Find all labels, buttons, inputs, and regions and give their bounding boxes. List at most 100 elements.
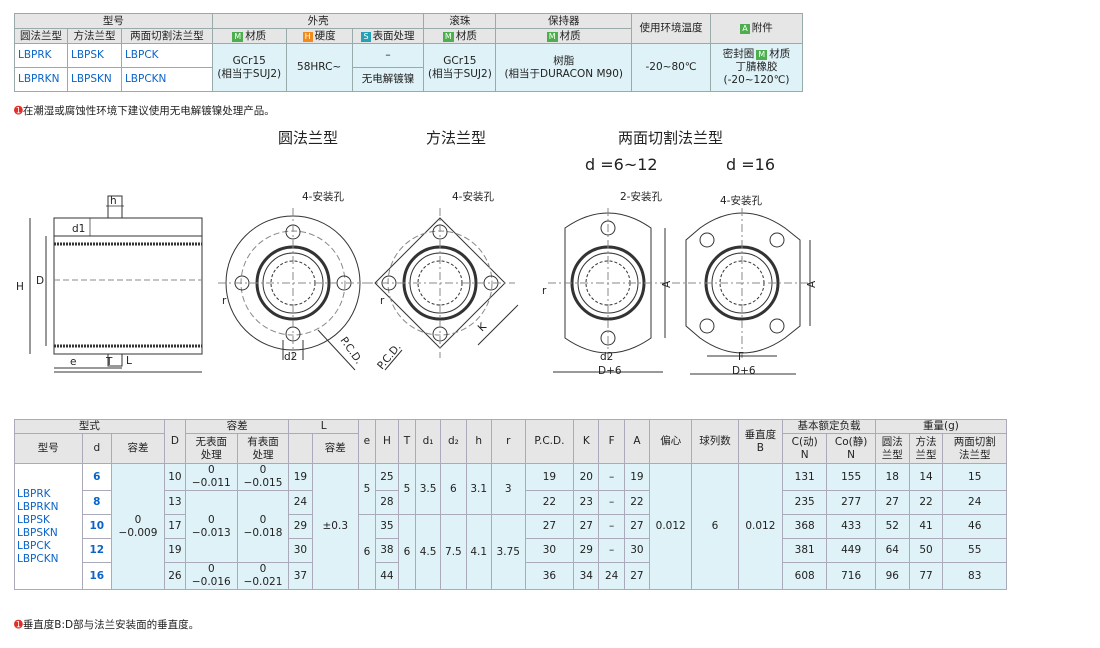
- model-name: LBPCKN: [17, 552, 59, 565]
- value: 有表面: [247, 435, 279, 448]
- model-list: LBPRK LBPRKN LBPSK LBPSKN LBPCK LBPCKN: [14, 463, 83, 590]
- spec-header-model: 型号: [14, 13, 213, 29]
- cell-w-square: 77: [908, 562, 944, 590]
- cell-F: –: [598, 514, 625, 539]
- title-square: 方法兰型: [426, 129, 487, 147]
- title-two-side: 两面切割法兰型: [618, 129, 724, 147]
- value: B: [756, 441, 764, 454]
- label-D6-large: D+6: [732, 365, 756, 377]
- value: C(动): [791, 435, 818, 448]
- cell-h: 4.1: [465, 514, 492, 590]
- value: 0: [259, 563, 267, 575]
- cell-perp: 0.012: [737, 463, 784, 590]
- cell-K: 27: [573, 514, 600, 539]
- col-A: A: [623, 419, 651, 464]
- accessory-tag-icon: A: [740, 24, 750, 34]
- col-Co: Co(静)N: [826, 433, 876, 464]
- col-K: K: [573, 419, 600, 464]
- cell-Co: 449: [826, 538, 876, 563]
- model-name: LBPRK: [17, 487, 51, 500]
- cell-C: 381: [782, 538, 828, 563]
- col-surf: 有表面处理: [236, 433, 290, 464]
- table-row: 16 26 0−0.016 0−0.021 37 44 36 34 24 27 …: [15, 562, 1007, 590]
- cell-Co: 277: [826, 490, 876, 515]
- cell-d2: 7.5: [440, 514, 467, 590]
- cell-F: –: [598, 538, 625, 563]
- value: 无表面: [195, 435, 228, 448]
- label-T: T: [105, 356, 113, 368]
- value: Co(静): [834, 435, 868, 448]
- cell-H: 44: [374, 562, 400, 590]
- model-name: LBPSK: [17, 513, 50, 526]
- col-L-value: [288, 433, 313, 464]
- value: 0: [259, 513, 267, 526]
- hardness-tag-icon: H: [302, 31, 313, 42]
- label-d2-round: d2: [284, 351, 297, 363]
- value: −0.009: [118, 526, 158, 539]
- value: 0: [259, 464, 267, 476]
- cell-w-two: 15: [942, 463, 1007, 491]
- cell-D: 19: [163, 538, 186, 563]
- value: 兰型: [881, 448, 903, 461]
- cell-d1: 3.5: [414, 463, 442, 515]
- cell-K: 29: [573, 538, 600, 563]
- cell-d1: 4.5: [414, 514, 442, 590]
- cell-A: 27: [623, 514, 651, 539]
- cell-dtol: 0−0.009: [111, 463, 165, 590]
- col-Ltol: 容差: [311, 433, 359, 464]
- col-F: F: [598, 419, 625, 464]
- cell-C: 131: [782, 463, 828, 491]
- cell-A: 22: [623, 490, 651, 515]
- cell-H: 38: [374, 538, 400, 563]
- value: −0.016: [191, 576, 231, 588]
- label-D6-small: D+6: [598, 365, 622, 377]
- note-corrosion: ➊在潮湿或腐蚀性环境下建议使用无电解镀镍处理产品。: [14, 103, 275, 118]
- value: 0: [207, 563, 215, 575]
- model-lbpsk: LBPSK: [66, 43, 122, 68]
- cell-tol-d: 0−0.018: [236, 490, 290, 563]
- model-lbpck: LBPCK: [120, 43, 213, 68]
- table-row: 10 17 29 6 35 6 4.5 7.5 4.1 3.75 27 27 –…: [15, 514, 1007, 590]
- cell-d: 16: [81, 562, 113, 590]
- label-holes-two-large: 4-安装孔: [720, 194, 762, 207]
- cell-H: 35: [374, 514, 400, 539]
- col-h: h: [465, 419, 492, 464]
- value: −0.011: [191, 477, 231, 489]
- cell-w-round: 27: [874, 490, 910, 515]
- cell-T: 6: [398, 514, 416, 590]
- square-flange-drawing: [365, 208, 519, 371]
- col-d: d: [81, 433, 113, 464]
- label: 材质: [559, 29, 581, 42]
- model-lbprk: LBPRK: [14, 43, 68, 68]
- col-w-two: 两面切割法兰型: [942, 433, 1007, 464]
- cell-tol-e: 0−0.016: [184, 562, 238, 590]
- ball-material: GCr15(相当于SUJ2): [423, 43, 497, 92]
- cell-L: 24: [288, 490, 313, 515]
- label-A-small: A: [661, 280, 673, 288]
- spec-header-ball: 滚珠: [423, 13, 497, 29]
- cell-T: 5: [398, 463, 416, 515]
- cell-tol-a: 0−0.011: [184, 463, 238, 491]
- value: 处理: [200, 448, 222, 461]
- col-pcd: P.C.D.: [524, 419, 575, 464]
- label-holes-square: 4-安装孔: [452, 190, 494, 203]
- label-e: e: [70, 356, 76, 368]
- model-name: LBPSKN: [17, 526, 58, 539]
- cell-w-square: 22: [908, 490, 944, 515]
- title-round: 圆法兰型: [278, 129, 339, 147]
- technical-drawings: 4-安装孔 4-安装孔 2-安装孔 4-安装孔 H D d1 h e T L r…: [16, 190, 818, 377]
- cell-w-round: 18: [874, 463, 910, 491]
- cell-d2: 6: [440, 463, 467, 515]
- dimension-table: 型式 D 容差 L e H T d₁ d₂ h r P.C.D. K F A 偏…: [14, 419, 1008, 590]
- label: 材质: [245, 29, 267, 42]
- label-pcd-square: P.C.D.: [375, 341, 404, 372]
- cell-e: 6: [357, 514, 376, 590]
- cell-tol-b: 0−0.015: [236, 463, 290, 491]
- cell-pcd: 30: [524, 538, 575, 563]
- value: −0.013: [191, 526, 231, 539]
- cell-D: 17: [163, 514, 186, 539]
- cell-pcd: 19: [524, 463, 575, 491]
